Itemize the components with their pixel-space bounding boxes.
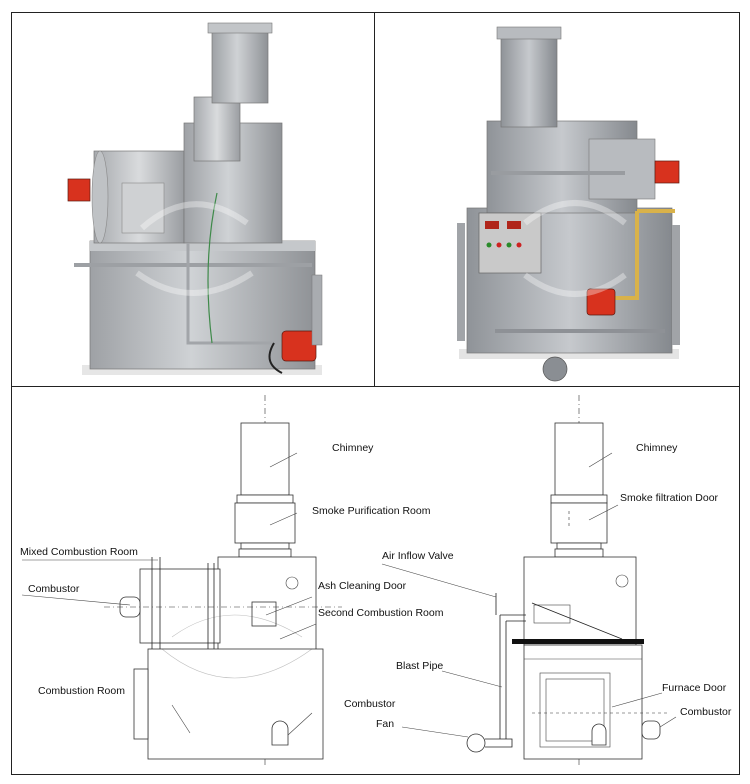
- smoke-purification-room-shape: [234, 502, 296, 544]
- label-combustion-room: Combustion Room: [38, 685, 125, 697]
- label-combustor-bottom: Combustor: [344, 698, 396, 710]
- incinerator-schematic: Chimney Smoke Purification Room Mixed Co…: [20, 395, 732, 767]
- label-combustor-right: Combustor: [680, 706, 732, 718]
- fan-shape: [466, 733, 486, 753]
- left-view-schematic: Chimney Smoke Purification Room Mixed Co…: [20, 395, 444, 767]
- incinerator-back-illustration: [457, 26, 680, 382]
- label-blast-pipe: Blast Pipe: [396, 660, 443, 672]
- right-view-schematic: Chimney Smoke filtration Door Air Inflow…: [376, 395, 732, 767]
- incinerator-front-illustration: [67, 22, 323, 375]
- watermark-logo-icon: [135, 201, 254, 296]
- label-chimney-right: Chimney: [636, 442, 678, 454]
- combustion-room-shape: [147, 648, 324, 760]
- label-fan: Fan: [376, 718, 394, 730]
- furnace-door-shape: [539, 672, 611, 748]
- burner-icon: [67, 178, 91, 202]
- label-mixed-combustion-room: Mixed Combustion Room: [20, 546, 138, 558]
- technical-drawing: Chimney Smoke Purification Room Mixed Co…: [11, 386, 740, 775]
- label-ash-cleaning-door: Ash Cleaning Door: [318, 580, 407, 592]
- burner-icon: [654, 160, 680, 184]
- mixed-combustion-room-shape: [139, 568, 221, 644]
- label-second-combustion-room: Second Combustion Room: [318, 607, 444, 619]
- label-chimney-left: Chimney: [332, 442, 374, 454]
- label-combustor-top: Combustor: [28, 583, 80, 595]
- label-air-inflow-valve: Air Inflow Valve: [382, 550, 454, 562]
- watermark-logo-icon: [523, 200, 627, 297]
- ash-cleaning-door-shape: [251, 601, 277, 627]
- chimney-shape-right: [554, 422, 604, 496]
- fan-icon: [542, 356, 568, 382]
- label-furnace-door: Furnace Door: [662, 682, 727, 694]
- smoke-filtration-shape: [550, 502, 608, 544]
- combustor-bottom-shape: [271, 720, 289, 746]
- label-smoke-purification-room: Smoke Purification Room: [312, 505, 431, 517]
- incinerator-photo-front: [11, 12, 375, 387]
- label-smoke-filtration-door: Smoke filtration Door: [620, 492, 719, 504]
- burner-icon: [281, 330, 317, 362]
- burner-icon: [586, 288, 616, 316]
- chimney-shape: [240, 422, 290, 496]
- incinerator-photo-back: [374, 12, 740, 387]
- combustor-right-shape: [641, 720, 661, 740]
